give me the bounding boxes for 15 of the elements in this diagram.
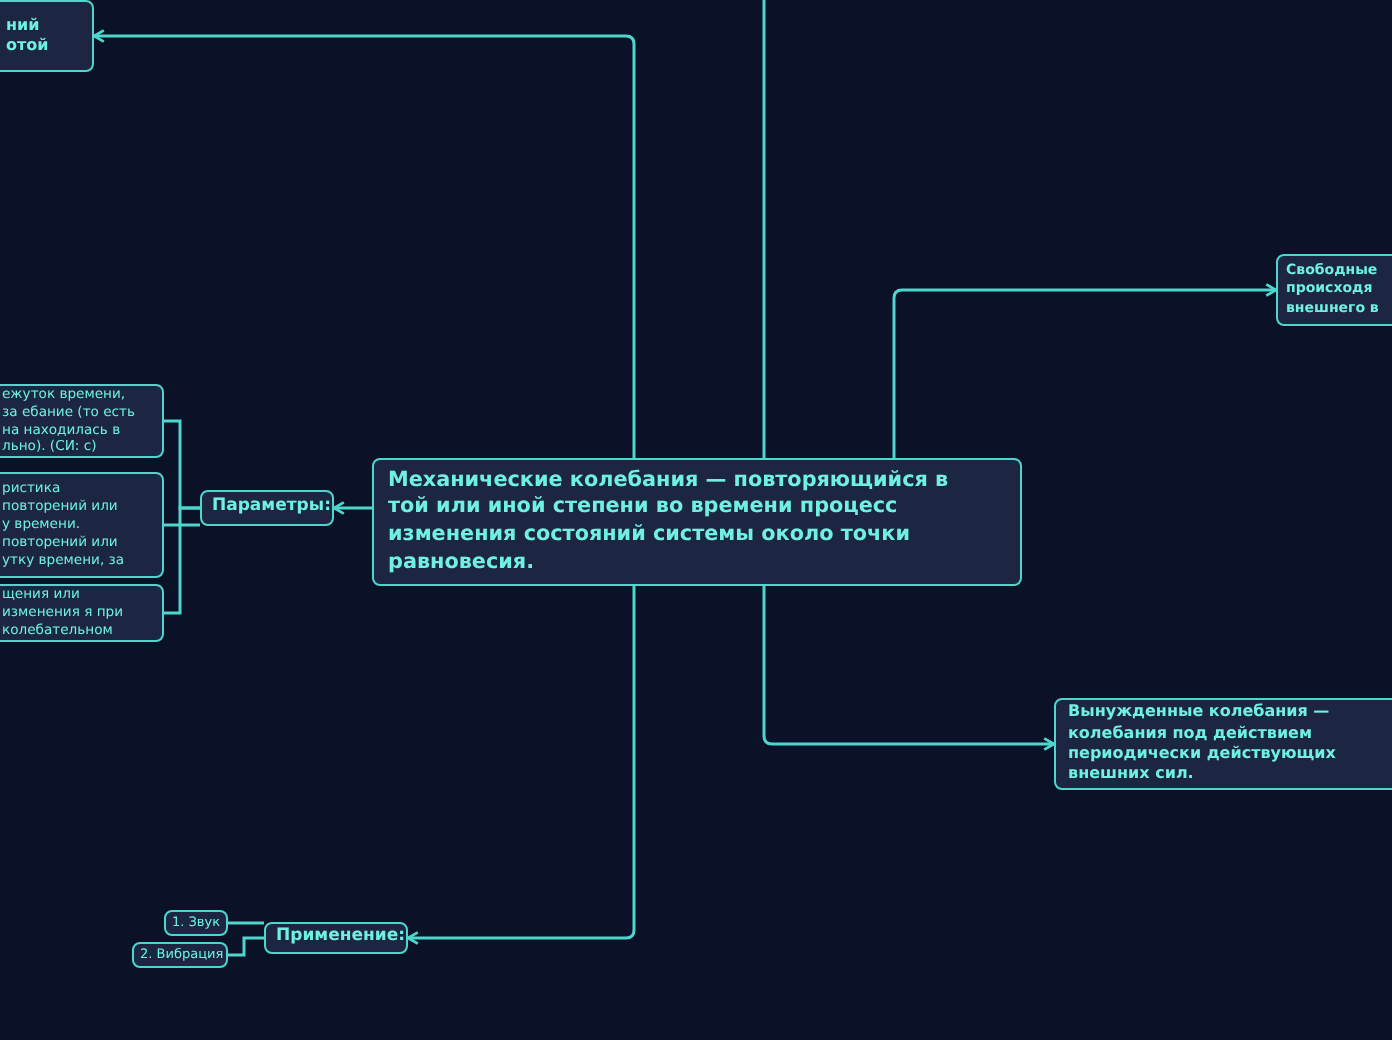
connector-line — [164, 523, 200, 527]
connector-line — [228, 921, 264, 925]
arrow — [762, 586, 1056, 751]
connector-line — [228, 936, 264, 957]
connector-line — [762, 0, 766, 458]
arrow — [892, 283, 1278, 458]
arrow — [92, 29, 636, 458]
topic-box: Применение: — [264, 922, 408, 954]
topic-box: Вынужденные колебания — колебания под действием периодически действующих внешних сил. — [1054, 698, 1392, 790]
arrow — [332, 501, 372, 515]
topic-box: Параметры: — [200, 490, 334, 526]
central-topic-box: Механические колебания — повторяющийся в той или иной степени во времени процесс изменения состояний системы около точки равновесия. — [372, 458, 1022, 586]
arrow — [406, 586, 636, 945]
connector-line — [164, 506, 200, 615]
topic-box: ний отой — [0, 0, 94, 72]
